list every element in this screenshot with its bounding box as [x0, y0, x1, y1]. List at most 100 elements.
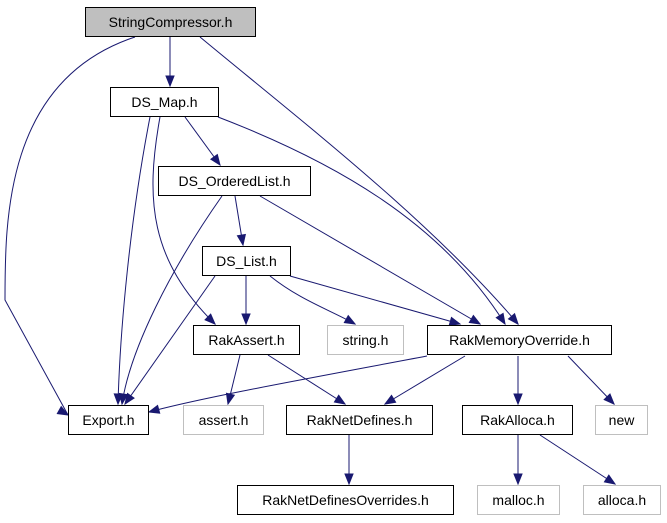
- node-assert-h[interactable]: assert.h: [183, 405, 264, 435]
- arrowhead-icon: [124, 392, 135, 406]
- edge-ds-map-h-to-rakassert-h: [152, 116, 216, 325]
- node-label: StringCompressor.h: [109, 14, 233, 30]
- node-new[interactable]: new: [595, 405, 648, 435]
- node-box: [158, 166, 311, 196]
- edge-string-compressor-h-to-rakmemoryoverride-h: [199, 36, 519, 326]
- arrowhead-icon: [468, 314, 482, 325]
- node-string-compressor-h[interactable]: StringCompressor.h: [85, 7, 256, 37]
- arrowhead-icon: [236, 233, 246, 247]
- node-raknetdefines-h[interactable]: RakNetDefines.h: [286, 405, 433, 435]
- arrowhead-icon: [241, 313, 251, 326]
- edge-line: [217, 116, 506, 325]
- node-box: [286, 405, 433, 435]
- node-box: [110, 87, 219, 117]
- node-label: RakAssert.h: [208, 332, 284, 348]
- node-ds-list-h[interactable]: DS_List.h: [202, 246, 291, 276]
- arrowhead-icon: [333, 394, 347, 405]
- edge-line: [124, 275, 216, 405]
- edge-raknetdefines-h-to-raknetdefinesoverrides-h: [344, 435, 354, 486]
- edge-line: [148, 355, 428, 413]
- edge-ds-map-h-to-rakmemoryoverride-h: [217, 116, 506, 326]
- edges-layer: [4, 36, 617, 486]
- arrowhead-icon: [383, 394, 397, 405]
- edge-line: [259, 195, 481, 325]
- edge-string-compressor-h-to-export-h: [4, 36, 136, 416]
- node-ds-map-h[interactable]: DS_Map.h: [110, 87, 219, 117]
- edge-line: [384, 355, 466, 405]
- edge-ds-map-h-to-export-h: [113, 116, 151, 406]
- node-box: [327, 325, 404, 355]
- node-export-h[interactable]: Export.h: [68, 405, 149, 435]
- node-box: [477, 485, 560, 515]
- node-rakalloca-h[interactable]: RakAlloca.h: [462, 405, 573, 435]
- node-box: [595, 405, 648, 435]
- arrowhead-icon: [147, 404, 161, 414]
- node-box: [193, 325, 300, 355]
- node-box: [68, 405, 149, 435]
- edge-line: [4, 36, 136, 416]
- node-label: DS_Map.h: [131, 94, 197, 110]
- node-raknetdefinesoverrides-h[interactable]: RakNetDefinesOverrides.h: [237, 485, 454, 515]
- node-box: [427, 325, 612, 355]
- edge-line: [199, 36, 519, 325]
- edge-ds-list-h-to-export-h: [124, 275, 216, 406]
- node-rakmemoryoverride-h[interactable]: RakMemoryOverride.h: [427, 325, 612, 355]
- arrowhead-icon: [603, 474, 617, 485]
- arrowhead-icon: [495, 312, 506, 326]
- arrowhead-icon: [513, 473, 523, 486]
- arrowhead-icon: [225, 392, 236, 406]
- arrowhead-icon: [344, 473, 354, 486]
- edge-rakmemoryoverride-h-to-new: [567, 355, 615, 405]
- edge-rakmemoryoverride-h-to-raknetdefines-h: [383, 355, 466, 405]
- node-label: malloc.h: [492, 492, 544, 508]
- node-string-h[interactable]: string.h: [327, 325, 404, 355]
- node-label: DS_OrderedList.h: [178, 173, 290, 189]
- edge-rakassert-h-to-assert-h: [225, 354, 241, 406]
- node-box: [237, 485, 454, 515]
- node-malloc-h[interactable]: malloc.h: [477, 485, 560, 515]
- arrowhead-icon: [343, 314, 357, 325]
- edge-rakmemoryoverride-h-to-rakalloca-h: [513, 356, 523, 406]
- edge-rakalloca-h-to-malloc-h: [513, 435, 523, 486]
- arrowhead-icon: [165, 75, 175, 88]
- edge-ds-list-h-to-string-h: [269, 275, 357, 325]
- node-ds-orderedlist-h[interactable]: DS_OrderedList.h: [158, 166, 311, 196]
- edge-line: [117, 116, 151, 405]
- node-label: RakMemoryOverride.h: [449, 332, 590, 348]
- node-label: string.h: [343, 332, 389, 348]
- node-alloca-h[interactable]: alloca.h: [583, 485, 661, 515]
- node-label: Export.h: [82, 412, 134, 428]
- node-box: [583, 485, 661, 515]
- arrowhead-icon: [56, 405, 70, 416]
- node-label: assert.h: [199, 412, 249, 428]
- edge-ds-map-h-to-ds-orderedlist-h: [184, 116, 221, 167]
- edge-line: [289, 275, 461, 325]
- edge-line: [267, 354, 346, 405]
- edge-line: [121, 195, 223, 405]
- edge-string-compressor-h-to-ds-map-h: [165, 37, 175, 88]
- arrowhead-icon: [603, 393, 615, 405]
- node-label: RakNetDefinesOverrides.h: [262, 492, 429, 508]
- edge-ds-orderedlist-h-to-ds-list-h: [234, 195, 246, 247]
- edge-rakalloca-h-to-alloca-h: [539, 434, 617, 485]
- edge-ds-list-h-to-rakmemoryoverride-h: [289, 275, 462, 326]
- arrowhead-icon: [204, 313, 216, 325]
- edge-line: [152, 116, 216, 325]
- edge-line: [567, 355, 615, 405]
- arrowhead-icon: [209, 153, 221, 167]
- edge-ds-orderedlist-h-to-rakmemoryoverride-h: [259, 195, 482, 325]
- node-box: [85, 7, 256, 37]
- node-box: [183, 405, 264, 435]
- arrowhead-icon: [118, 392, 129, 406]
- node-rakassert-h[interactable]: RakAssert.h: [193, 325, 300, 355]
- edge-rakassert-h-to-raknetdefines-h: [267, 354, 347, 405]
- node-label: new: [609, 412, 636, 428]
- node-label: RakNetDefines.h: [307, 412, 413, 428]
- edge-ds-list-h-to-rakassert-h: [241, 276, 251, 326]
- nodes-layer: StringCompressor.hDS_Map.hDS_OrderedList…: [68, 7, 661, 515]
- node-box: [202, 246, 291, 276]
- node-label: DS_List.h: [216, 253, 277, 269]
- edge-rakmemoryoverride-h-to-export-h: [147, 355, 428, 414]
